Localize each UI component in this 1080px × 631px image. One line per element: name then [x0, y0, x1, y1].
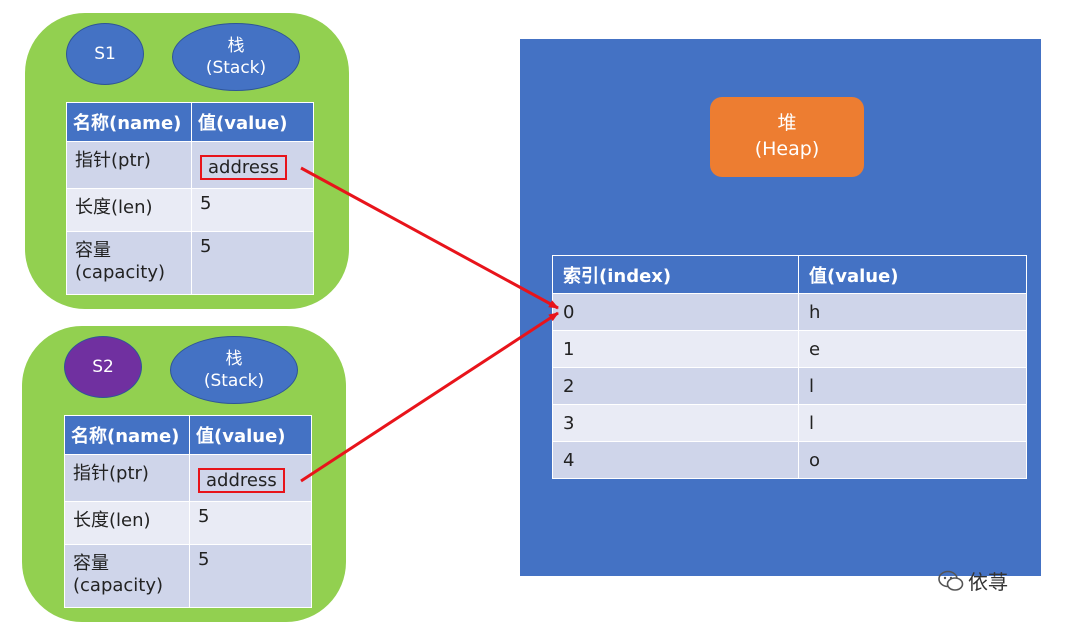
s1-label: S1: [94, 43, 116, 64]
s1-capacity-name: 容量: [75, 240, 111, 261]
heap-value: l: [798, 404, 1027, 442]
s1-ptr-name: 指针(ptr): [66, 141, 192, 189]
s1-ptr-address: address: [200, 155, 287, 180]
heap-index: 4: [552, 441, 799, 479]
s2-row-len: 长度(len) 5: [64, 501, 312, 545]
s1-ptr-value-cell: address: [191, 141, 314, 189]
s2-ptr-name: 指针(ptr): [64, 454, 190, 502]
s2-capacity-name-en: (capacity): [73, 575, 164, 596]
s1-stack-sublabel: (Stack): [205, 58, 267, 78]
s1-header-value: 值(value): [191, 102, 314, 142]
wechat-icon: [938, 570, 964, 591]
s2-label: S2: [92, 356, 114, 377]
s1-capacity-name-en: (capacity): [75, 262, 166, 283]
s2-label-oval: S2: [64, 336, 142, 398]
s2-stack-label: 栈: [225, 348, 243, 369]
heap-label-box: 堆 (Heap): [710, 97, 864, 177]
heap-row: 4 o: [552, 441, 1027, 479]
s2-capacity-name-cell: 容量 (capacity): [64, 544, 190, 608]
heap-value: l: [798, 367, 1027, 405]
heap-table: 索引(index) 值(value) 0 h 1 e 2 l 3 l 4 o: [552, 255, 1027, 479]
s2-capacity-value: 5: [189, 544, 312, 608]
s1-header-name: 名称(name): [66, 102, 192, 142]
s1-len-name: 长度(len): [66, 188, 192, 232]
heap-header-index: 索引(index): [552, 255, 799, 294]
s2-pointer-arrow: [300, 311, 559, 483]
watermark: 依荨: [938, 566, 1008, 595]
heap-index: 3: [552, 404, 799, 442]
s1-capacity-name-cell: 容量 (capacity): [66, 231, 192, 295]
s2-row-ptr: 指针(ptr) address: [64, 454, 312, 502]
s1-pointer-arrow: [300, 166, 559, 310]
heap-index: 2: [552, 367, 799, 405]
s2-table: 名称(name) 值(value) 指针(ptr) address 长度(len…: [64, 415, 312, 608]
s1-stack-oval: 栈 (Stack): [172, 23, 300, 91]
s1-capacity-value: 5: [191, 231, 314, 295]
heap-value: e: [798, 330, 1027, 368]
s1-row-capacity: 容量 (capacity) 5: [66, 231, 314, 295]
heap-label: 堆: [777, 112, 797, 135]
s1-len-value: 5: [191, 188, 314, 232]
s2-stack-oval: 栈 (Stack): [170, 336, 298, 404]
s2-len-name: 长度(len): [64, 501, 190, 545]
heap-row: 2 l: [552, 367, 1027, 405]
s1-row-ptr: 指针(ptr) address: [66, 141, 314, 189]
s1-label-oval: S1: [66, 23, 144, 85]
s2-len-value: 5: [189, 501, 312, 545]
s2-ptr-value-cell: address: [189, 454, 312, 502]
watermark-text: 依荨: [968, 570, 1008, 594]
heap-index: 0: [552, 293, 799, 331]
heap-header-value: 值(value): [798, 255, 1027, 294]
s2-header-name: 名称(name): [64, 415, 190, 455]
heap-row: 3 l: [552, 404, 1027, 442]
heap-value: o: [798, 441, 1027, 479]
s1-table: 名称(name) 值(value) 指针(ptr) address 长度(len…: [66, 102, 314, 295]
s1-stack-label: 栈: [227, 35, 245, 56]
s2-row-capacity: 容量 (capacity) 5: [64, 544, 312, 608]
s2-stack-sublabel: (Stack): [203, 371, 265, 391]
heap-sublabel: (Heap): [754, 138, 820, 160]
s2-ptr-address: address: [198, 468, 285, 493]
s1-row-len: 长度(len) 5: [66, 188, 314, 232]
s2-capacity-name: 容量: [73, 553, 109, 574]
s2-header-value: 值(value): [189, 415, 312, 455]
